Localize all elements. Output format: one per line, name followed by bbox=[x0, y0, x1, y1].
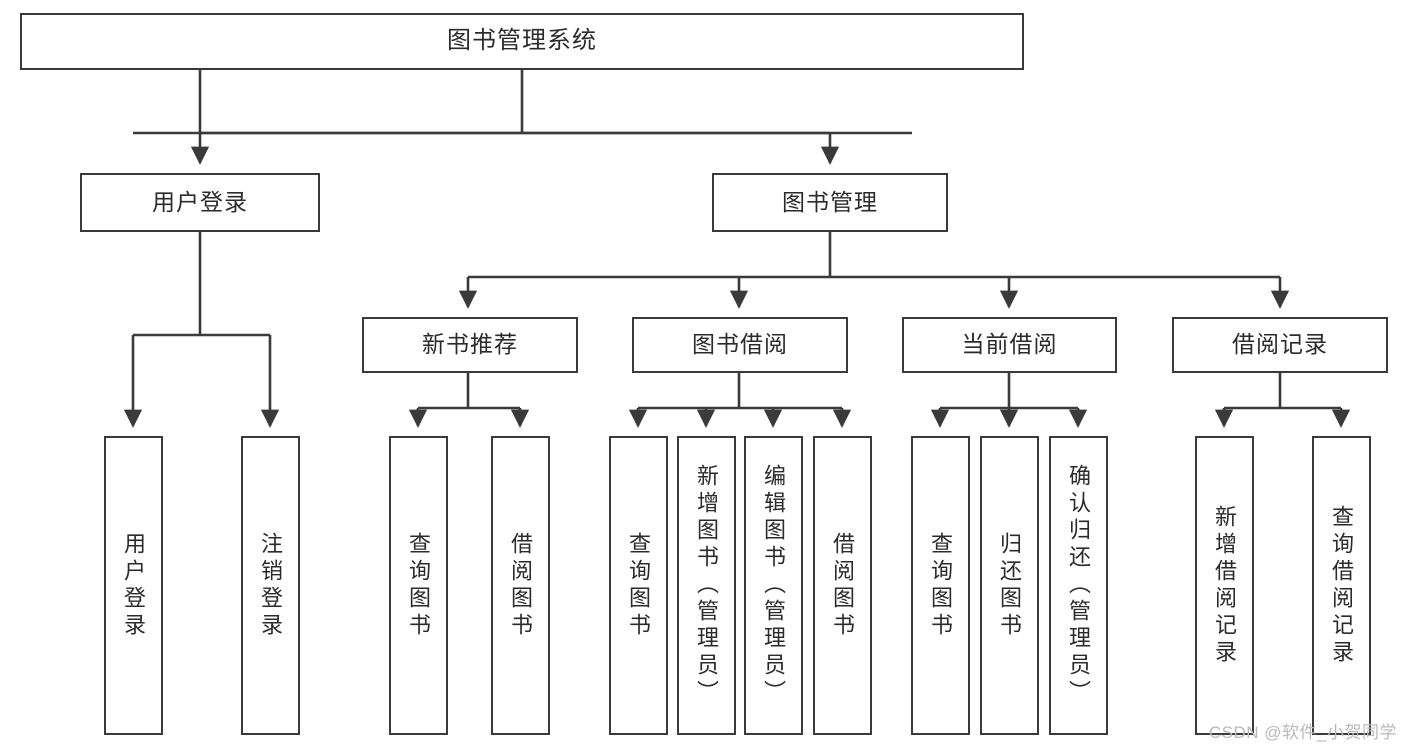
leaf-add-book-admin[interactable]: 新增图书（管理员） bbox=[677, 436, 736, 735]
leaf-borrow-book-1[interactable]: 借阅图书 bbox=[491, 436, 550, 735]
node-label: 注销登录 bbox=[258, 531, 284, 640]
leaf-user-login[interactable]: 用户登录 bbox=[104, 436, 163, 735]
node-label: 借阅图书 bbox=[830, 531, 856, 640]
node-borrow-record[interactable]: 借阅记录 bbox=[1172, 317, 1388, 373]
node-label: 借阅图书 bbox=[508, 531, 534, 640]
leaf-confirm-return-admin[interactable]: 确认归还（管理员） bbox=[1049, 436, 1108, 735]
node-label: 确认归还（管理员） bbox=[1066, 464, 1092, 707]
node-label: 新书推荐 bbox=[422, 331, 518, 358]
node-user-login[interactable]: 用户登录 bbox=[80, 173, 320, 232]
node-label: 借阅记录 bbox=[1232, 331, 1328, 358]
node-label: 用户登录 bbox=[121, 531, 147, 640]
node-label: 图书管理系统 bbox=[447, 27, 597, 55]
node-label: 新增借阅记录 bbox=[1212, 504, 1238, 667]
node-book-manage[interactable]: 图书管理 bbox=[712, 173, 948, 232]
node-label: 新增图书（管理员） bbox=[694, 464, 720, 707]
leaf-query-book-3[interactable]: 查询图书 bbox=[911, 436, 970, 735]
node-label: 查询图书 bbox=[406, 531, 432, 640]
leaf-return-book[interactable]: 归还图书 bbox=[980, 436, 1039, 735]
leaf-borrow-book-2[interactable]: 借阅图书 bbox=[813, 436, 872, 735]
node-label: 查询图书 bbox=[626, 531, 652, 640]
leaf-query-book-2[interactable]: 查询图书 bbox=[609, 436, 668, 735]
node-root[interactable]: 图书管理系统 bbox=[20, 13, 1024, 70]
node-label: 当前借阅 bbox=[961, 331, 1058, 358]
node-label: 归还图书 bbox=[997, 531, 1023, 640]
node-new-book-recommend[interactable]: 新书推荐 bbox=[362, 317, 578, 373]
leaf-edit-book-admin[interactable]: 编辑图书（管理员） bbox=[744, 436, 803, 735]
node-label: 查询图书 bbox=[928, 531, 954, 640]
leaf-query-book-1[interactable]: 查询图书 bbox=[389, 436, 448, 735]
node-current-borrow[interactable]: 当前借阅 bbox=[902, 317, 1117, 373]
node-label: 编辑图书（管理员） bbox=[761, 464, 787, 707]
node-label: 图书管理 bbox=[782, 188, 878, 215]
leaf-add-borrow-record[interactable]: 新增借阅记录 bbox=[1195, 436, 1254, 735]
node-book-borrow[interactable]: 图书借阅 bbox=[632, 317, 848, 373]
node-label: 图书借阅 bbox=[692, 331, 788, 358]
leaf-query-borrow-record[interactable]: 查询借阅记录 bbox=[1312, 436, 1371, 735]
leaf-logout-login[interactable]: 注销登录 bbox=[241, 436, 300, 735]
watermark: CSDN @软件_小贺同学 bbox=[1208, 723, 1397, 742]
node-label: 用户登录 bbox=[152, 188, 248, 215]
node-label: 查询借阅记录 bbox=[1329, 504, 1355, 667]
